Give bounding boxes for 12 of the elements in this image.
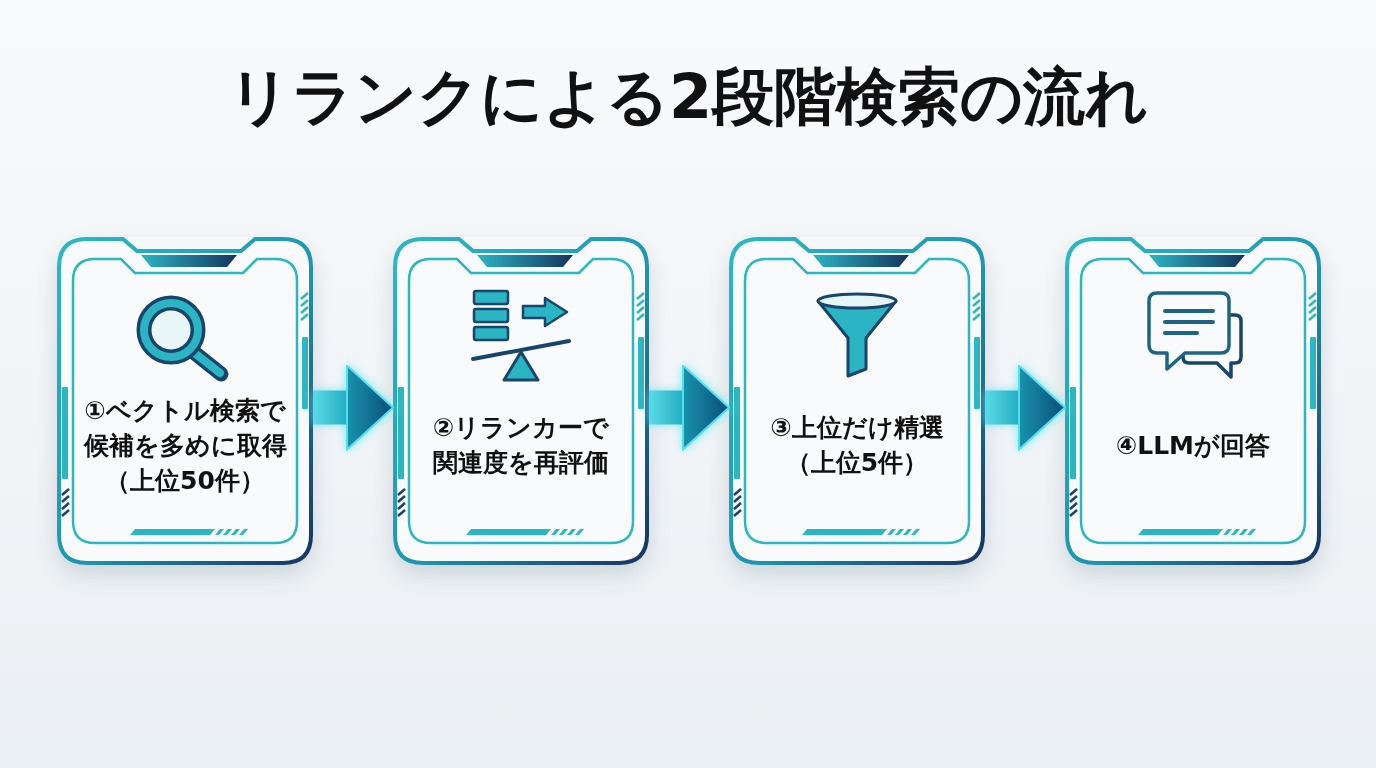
- step-label: ②リランカーで関連度を再評価: [431, 412, 611, 479]
- step-label: ③上位だけ精選（上位5件）: [769, 412, 945, 479]
- step-label: ④LLMが回答: [1116, 429, 1270, 462]
- arrow: [985, 364, 1066, 451]
- step-card: [57, 237, 313, 565]
- arrow: [313, 364, 394, 451]
- title: リランクによる2段階検索の流れ: [227, 60, 1149, 135]
- step-label: ①ベクトル検索で候補を多めに取得（上位50件）: [82, 394, 288, 497]
- step-card: [393, 237, 649, 565]
- arrow: [649, 364, 730, 451]
- step-card: [729, 237, 985, 565]
- step-card: [1065, 237, 1321, 565]
